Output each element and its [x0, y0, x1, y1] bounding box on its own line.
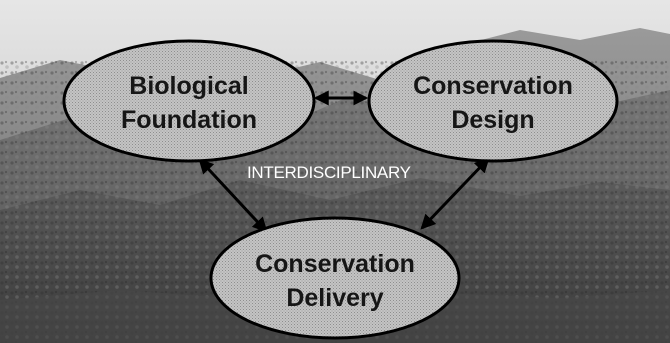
- node-label-line-1: Biological: [129, 72, 248, 100]
- interdisciplinary-label: INTERDISCIPLINARY: [247, 163, 411, 182]
- node-conservation-delivery: Conservation Delivery: [209, 216, 461, 340]
- node-label-line-1: Conservation: [255, 250, 415, 278]
- node-label-line-2: Delivery: [286, 284, 383, 312]
- node-conservation-design: Conservation Design: [367, 39, 619, 163]
- node-label-line-2: Foundation: [121, 106, 257, 134]
- arrow-biological-delivery: [198, 158, 268, 233]
- node-label-line-1: Conservation: [413, 72, 573, 100]
- node-biological-foundation: Biological Foundation: [62, 39, 316, 163]
- node-label-line-2: Design: [451, 106, 534, 134]
- edges: [198, 90, 490, 233]
- arrow-design-delivery: [420, 157, 490, 230]
